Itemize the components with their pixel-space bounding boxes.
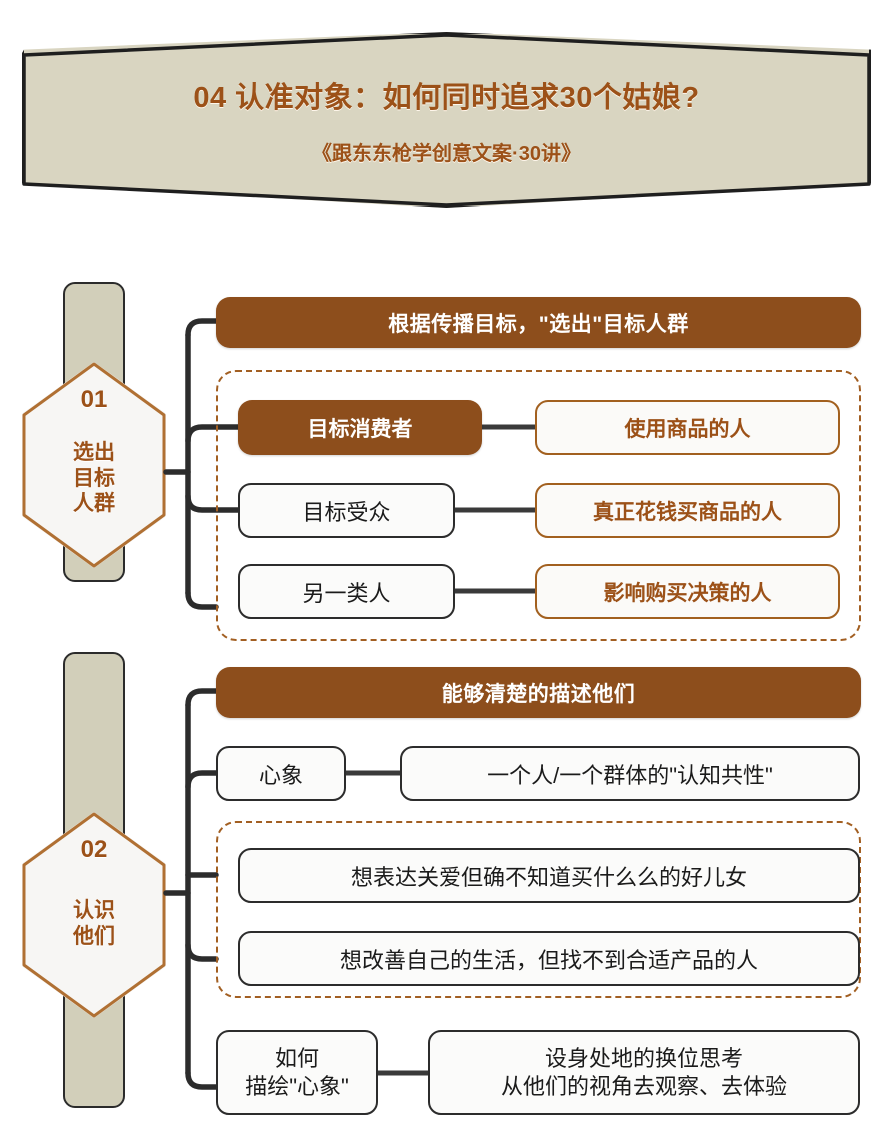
section-label-01-line2: 目标 — [73, 466, 115, 490]
page-subtitle: 《跟东东枪学创意文案·30讲》 — [312, 143, 581, 165]
section-label-01: 选出 目标 人群 — [73, 440, 115, 517]
row-02-xinxiang-left[interactable]: 心象 — [216, 746, 346, 801]
section-01-dashed-group — [216, 370, 861, 641]
row-02-dashed-2[interactable]: 想改善自己的生活，但找不到合适产品的人 — [238, 931, 860, 986]
section-label-02-line1: 认识 — [73, 899, 115, 922]
row-01-2-left[interactable]: 目标受众 — [238, 483, 455, 538]
section-01-heading: 根据传播目标，"选出"目标人群 — [216, 297, 861, 348]
section-02-dashed-group — [216, 821, 861, 998]
row-01-2-right[interactable]: 真正花钱买商品的人 — [535, 483, 840, 538]
row-02-xinxiang-right[interactable]: 一个人/一个群体的"认知共性" — [400, 746, 860, 801]
row-01-3-left[interactable]: 另一类人 — [238, 564, 455, 619]
row-02-bottom-right-line2: 从他们的视角去观察、去体验 — [500, 1073, 787, 1099]
row-01-1-right[interactable]: 使用商品的人 — [535, 400, 840, 455]
section-label-02-line2: 他们 — [73, 924, 115, 948]
row-02-bottom-right-line1: 设身处地的换位思考 — [544, 1046, 743, 1071]
row-02-bottom-left-line2: 描绘"心象" — [245, 1073, 349, 1099]
section-badge-02[interactable]: 02 认识 他们 — [22, 812, 166, 1018]
row-02-bottom-left[interactable]: 如何 描绘"心象" — [216, 1030, 378, 1115]
section-number-01: 01 — [80, 386, 108, 413]
header-text-group: 04 认准对象：如何同时追求30个姑娘? 《跟东东枪学创意文案·30讲》 — [22, 32, 871, 208]
row-02-bottom-left-line1: 如何 — [274, 1046, 319, 1071]
section-02-heading: 能够清楚的描述他们 — [216, 667, 861, 718]
section-badge-01[interactable]: 01 选出 目标 人群 — [22, 362, 166, 568]
page-title: 04 认准对象：如何同时追求30个姑娘? — [193, 82, 700, 114]
section-number-02: 02 — [80, 836, 108, 863]
section-label-01-line1: 选出 — [73, 441, 115, 464]
row-01-3-right[interactable]: 影响购买决策的人 — [535, 564, 840, 619]
row-01-1-left[interactable]: 目标消费者 — [238, 400, 482, 455]
row-02-dashed-1[interactable]: 想表达关爱但确不知道买什么么的好儿女 — [238, 848, 860, 903]
row-02-bottom-right[interactable]: 设身处地的换位思考 从他们的视角去观察、去体验 — [428, 1030, 860, 1115]
section-label-01-line3: 人群 — [73, 492, 115, 516]
section-label-02: 认识 他们 — [73, 898, 115, 949]
